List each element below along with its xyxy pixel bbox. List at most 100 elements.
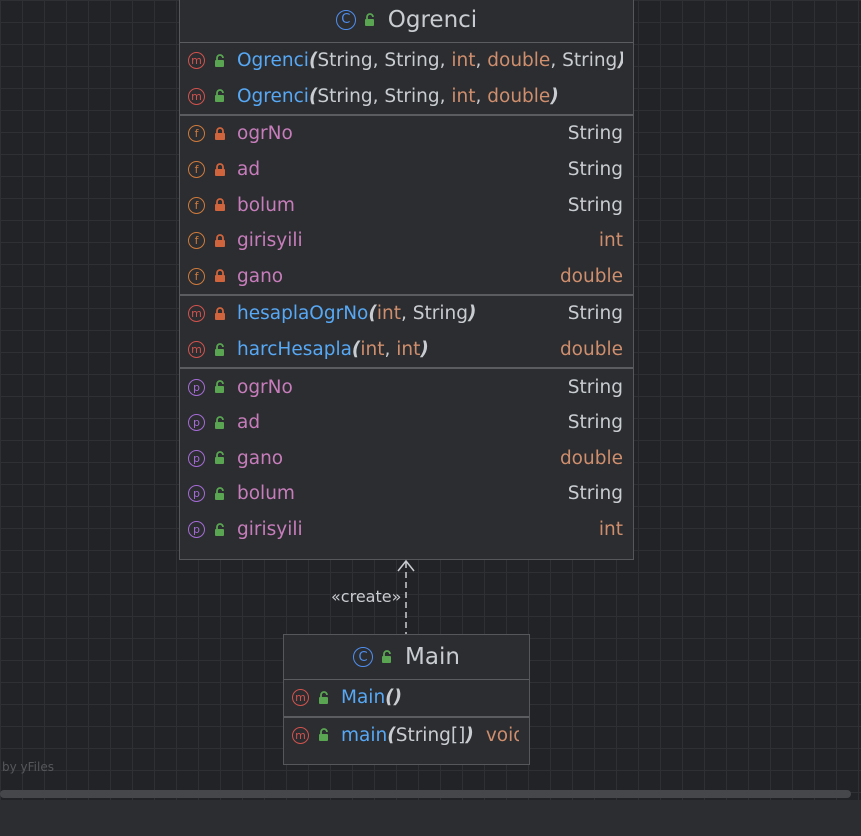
class-title: Main: [405, 644, 460, 670]
member-name: bolum: [237, 483, 295, 505]
public-unlock-icon: [364, 12, 374, 26]
field-badge-icon: f: [188, 161, 205, 179]
member-signature: gano: [237, 266, 560, 287]
member-type: String: [567, 123, 623, 145]
method-badge-icon: m: [292, 726, 309, 744]
public-unlock-icon: [319, 690, 328, 704]
paren-close: ): [465, 724, 474, 746]
member-name: gano: [237, 265, 284, 287]
public-unlock-icon: [215, 451, 224, 465]
public-unlock-icon: [215, 342, 224, 356]
member-signature: main(String[])void: [341, 725, 519, 746]
public-unlock-icon: [215, 380, 224, 394]
paren-close: ): [420, 339, 429, 361]
param-type: String: [412, 303, 468, 325]
public-unlock-icon: [215, 53, 224, 67]
member-name: hesaplaOgrNo: [237, 303, 369, 325]
method-badge-icon: m: [292, 689, 309, 707]
method-badge-icon: m: [188, 52, 205, 70]
member-type: double: [559, 447, 623, 469]
private-lock-icon: [215, 233, 225, 247]
member-type: String: [567, 412, 623, 434]
private-lock-icon: [215, 269, 225, 283]
param-separator: ,: [439, 85, 452, 107]
param-separator: ,: [475, 50, 488, 72]
member-signature: hesaplaOgrNo(int, String): [237, 303, 568, 324]
member-name: ad: [237, 159, 261, 181]
horizontal-scrollbar[interactable]: [0, 790, 851, 798]
member-signature: ogrNo: [237, 123, 568, 144]
member-type: double: [559, 339, 623, 361]
member-signature: ogrNo: [237, 377, 568, 398]
member-name: Main: [341, 687, 386, 709]
method-row[interactable]: m Main(): [284, 680, 529, 716]
property-badge-icon: p: [188, 485, 205, 503]
member-signature: Ogrenci(String, String, int, double): [237, 86, 623, 107]
method-badge-icon: m: [188, 341, 205, 359]
public-unlock-icon: [215, 415, 224, 429]
class-title: Ogrenci: [387, 6, 478, 33]
param-type: int: [396, 339, 421, 361]
param-type: String: [562, 50, 618, 72]
member-signature: gano: [237, 448, 560, 469]
member-name: ogrNo: [237, 376, 293, 398]
param-type: int: [451, 85, 476, 107]
member-type: String: [567, 483, 623, 505]
param-separator: ,: [550, 50, 563, 72]
param-type: double: [487, 85, 551, 107]
member-section: m Main(): [284, 680, 529, 718]
property-row[interactable]: p bolum String: [180, 476, 633, 512]
member-name: Ogrenci: [237, 85, 309, 107]
public-unlock-icon: [319, 728, 328, 742]
property-badge-icon: p: [188, 378, 205, 396]
member-signature: Main(): [341, 687, 519, 708]
class-badge-icon: C: [335, 9, 356, 30]
field-badge-icon: f: [188, 125, 205, 143]
member-name: main: [341, 724, 388, 746]
class-badge-icon: C: [353, 647, 374, 667]
paren-close: ): [393, 687, 403, 709]
paren-open: (: [387, 724, 396, 746]
member-name: girisyili: [237, 519, 303, 541]
edge-label: «create»: [331, 587, 402, 606]
param-separator: ,: [384, 339, 397, 361]
param-type: String: [384, 85, 440, 107]
member-signature: girisyili: [237, 230, 599, 251]
property-badge-icon: p: [188, 449, 205, 467]
paren-close: ): [550, 85, 559, 107]
create-dependency-edge[interactable]: [390, 558, 422, 636]
member-type: String: [567, 303, 623, 325]
field-badge-icon: f: [188, 196, 205, 214]
param-type: double: [487, 50, 551, 72]
member-signature: ad: [237, 159, 568, 180]
paren-open: (: [308, 50, 318, 72]
paren-open: (: [308, 85, 318, 107]
return-type: void: [485, 724, 519, 746]
yfiles-credit: by yFiles: [2, 760, 54, 774]
member-name: harcHesapla: [237, 339, 352, 361]
private-lock-icon: [215, 307, 225, 320]
paren-close: ): [617, 50, 623, 71]
member-signature: bolum: [237, 483, 568, 504]
param-separator: ,: [475, 85, 488, 107]
